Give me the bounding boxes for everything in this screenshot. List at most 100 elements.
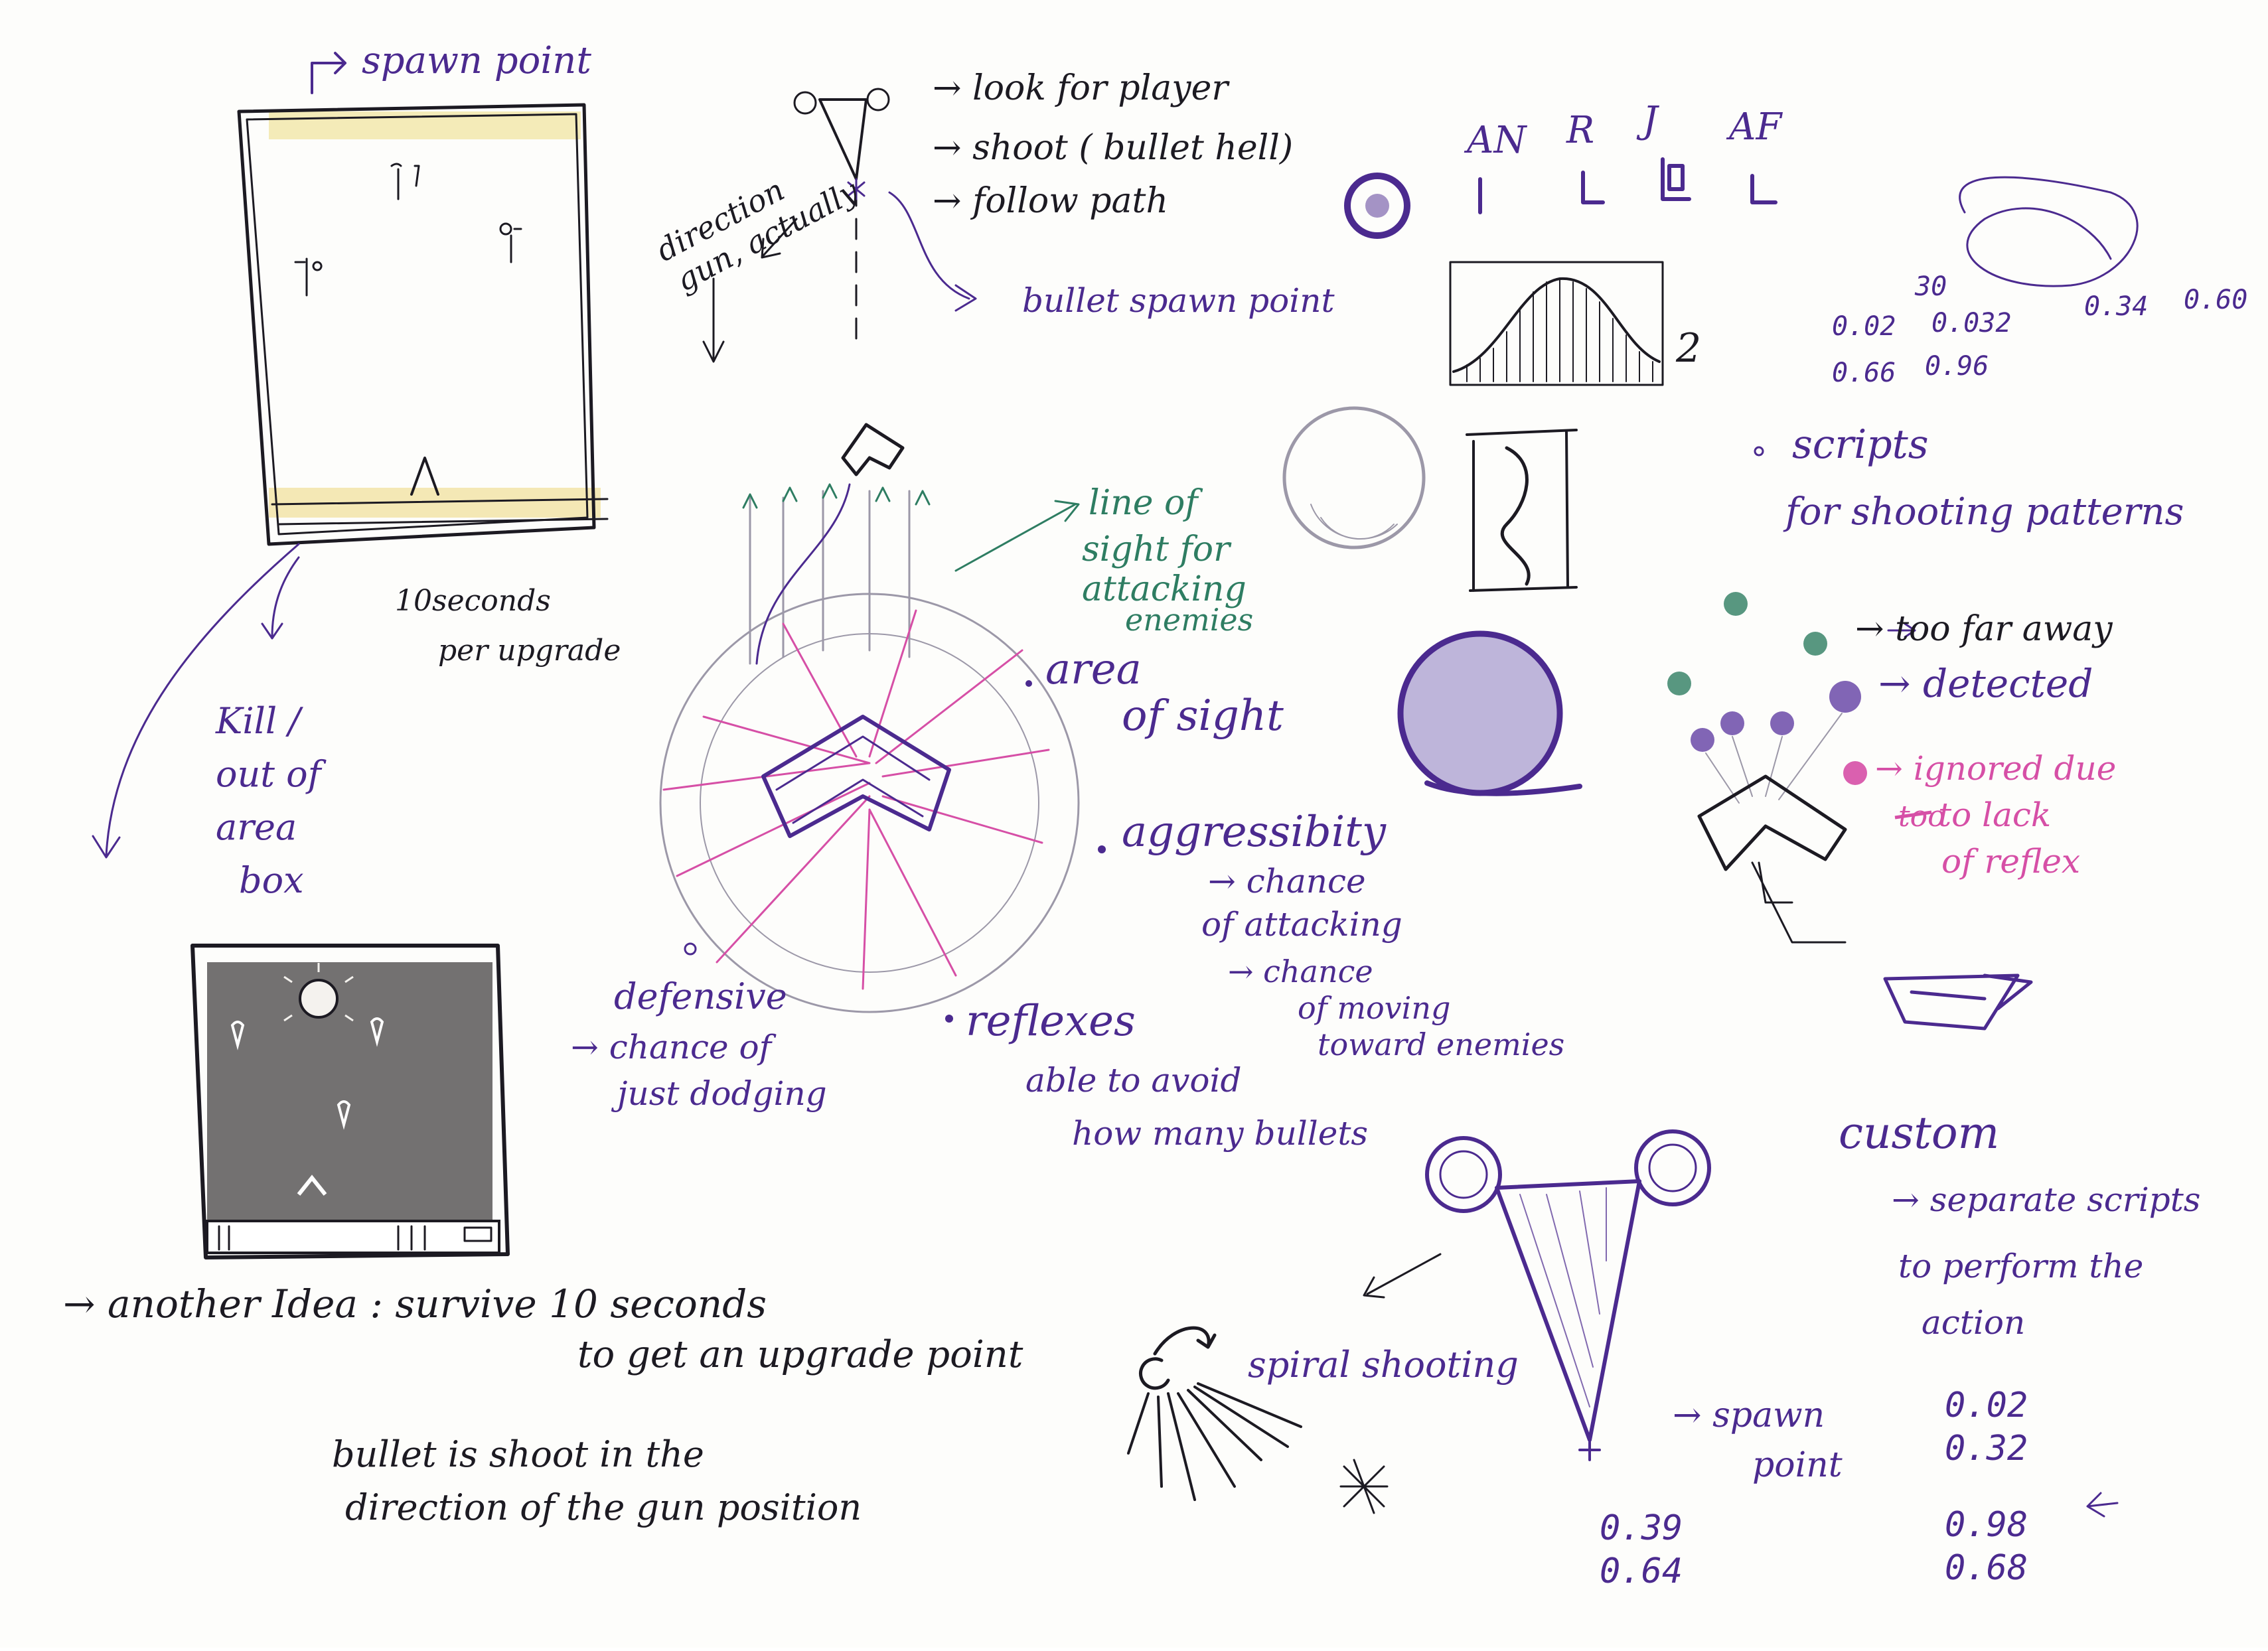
aggr-sub-1: → chance bbox=[1208, 862, 1366, 900]
ignored-l3: of reflex bbox=[1941, 842, 2080, 881]
sight-circle-inner bbox=[700, 633, 1039, 973]
spawn-label-l1: → spawn bbox=[1673, 1396, 1825, 1435]
enemy-dot-far bbox=[1724, 592, 1748, 616]
gun-left-big bbox=[1425, 1136, 1502, 1213]
triangle-hatch bbox=[1519, 1187, 1607, 1407]
player-chevron-detail bbox=[775, 735, 931, 824]
aggr-sub-2: of attacking bbox=[1201, 905, 1402, 944]
aggr-sub-4: of moving bbox=[1298, 990, 1450, 1026]
numbers-arrow bbox=[2086, 1492, 2119, 1518]
note-look-for-player: → look for player bbox=[933, 68, 1230, 108]
spiral-right-num-2: 0.32 bbox=[1945, 1429, 2028, 1469]
aggr-sub-5: toward enemies bbox=[1318, 1027, 1564, 1062]
bullet-spawn-star bbox=[847, 178, 866, 200]
enemy-triangle bbox=[818, 98, 868, 180]
kill-note-line1: Kill / bbox=[215, 700, 303, 742]
idea-notes: → another Idea : survive 10 seconds to g… bbox=[63, 1281, 1023, 1528]
detected-label: → detected bbox=[1878, 661, 2093, 706]
scripts-sub: for shooting patterns bbox=[1783, 490, 2184, 534]
play-area-box-inner bbox=[246, 113, 589, 536]
class-diagram: AN R J AF 2 bbox=[1282, 99, 1783, 796]
note-shoot: → shoot ( bullet hell) bbox=[933, 128, 1293, 168]
class-label-an: AN bbox=[1464, 119, 1527, 162]
player-mark bbox=[410, 457, 439, 496]
area-of-sight-l2: of sight bbox=[1122, 691, 1284, 741]
defensive-sub-2: just dodging bbox=[611, 1074, 827, 1113]
sun-rays bbox=[283, 963, 354, 1022]
gun-left-inner bbox=[1439, 1150, 1488, 1199]
detector-legs bbox=[1751, 861, 1847, 944]
shaded-enemies bbox=[230, 1017, 384, 1130]
num-0-96: 0.96 bbox=[1925, 351, 1989, 382]
defensive-label: defensive bbox=[614, 975, 787, 1017]
distribution-curve bbox=[1452, 277, 1661, 373]
custom-notes: custom → separate scripts to perform the… bbox=[1839, 1108, 2200, 1342]
spiral-left-num-2: 0.64 bbox=[1600, 1551, 1683, 1591]
too-far-arrow bbox=[1887, 622, 1916, 638]
note-follow-path: → follow path bbox=[933, 181, 1168, 221]
spiral-right-num-3: 0.98 bbox=[1945, 1505, 2028, 1545]
direction-pointer bbox=[761, 218, 798, 259]
spiral-left-num-1: 0.39 bbox=[1600, 1508, 1683, 1548]
burst-icon bbox=[1339, 1459, 1389, 1514]
spiral-diagram: spiral shooting → spawn point 0.39 0.64 … bbox=[1127, 1129, 2119, 1591]
game-box-footer bbox=[206, 1220, 500, 1254]
num-30: 30 bbox=[1914, 271, 1947, 302]
spawn-point-label: spawn point bbox=[362, 39, 591, 82]
reflexes-sub-2: how many bullets bbox=[1072, 1114, 1368, 1153]
direction-arrow bbox=[702, 277, 725, 363]
strike-line bbox=[1894, 810, 1932, 820]
area-of-sight-l1: area bbox=[1045, 645, 1142, 694]
shaded-game-box bbox=[190, 944, 510, 1259]
sphere-shadow bbox=[1424, 780, 1582, 796]
graph-mark-2: 2 bbox=[1675, 325, 1701, 372]
bullet-note-line2: direction of the gun position bbox=[345, 1486, 862, 1528]
chevron-curve bbox=[755, 483, 851, 665]
play-area-box bbox=[237, 103, 596, 546]
sphere-outline bbox=[1282, 406, 1426, 549]
bullet-dot bbox=[1098, 845, 1106, 853]
custom-line3: action bbox=[1922, 1303, 2025, 1342]
line-of-sight-l2: sight for bbox=[1082, 530, 1232, 569]
enemy-dot-detected bbox=[1770, 711, 1794, 735]
idea-line2: to get an upgrade point bbox=[577, 1333, 1023, 1376]
dash-arrow-shape bbox=[1883, 973, 2033, 1031]
enemy-dot-far bbox=[1803, 632, 1827, 656]
wave-frame bbox=[1466, 429, 1578, 592]
num-0-02: 0.02 bbox=[1832, 311, 1896, 342]
dark-sphere bbox=[1400, 634, 1560, 793]
spiral-right-num-1: 0.02 bbox=[1945, 1386, 2028, 1425]
kill-note-line4: box bbox=[239, 859, 304, 901]
line-of-sight-rays bbox=[749, 490, 911, 665]
enemy-diagram: direction gun, actually → look for playe… bbox=[650, 68, 1335, 363]
detection-rays bbox=[1705, 713, 1843, 804]
shaded-player bbox=[297, 1175, 327, 1196]
custom-line1: → separate scripts bbox=[1892, 1181, 2200, 1219]
gun-circle-right bbox=[866, 88, 890, 111]
distribution-frame bbox=[1449, 261, 1664, 386]
defensive-sub-1: → chance of bbox=[571, 1028, 777, 1066]
attacker-chevron bbox=[841, 423, 905, 476]
distribution-hatch bbox=[1466, 278, 1653, 382]
gun-right-inner bbox=[1648, 1143, 1697, 1192]
num-0-032: 0.032 bbox=[1931, 308, 2011, 338]
line-of-sight-l4: enemies bbox=[1125, 602, 1253, 638]
line-of-sight-l3: attacking bbox=[1082, 569, 1247, 609]
enemy-dot-far bbox=[1667, 672, 1691, 695]
detection-diagram: → too far away → detected → ignored due … bbox=[1667, 592, 2116, 1031]
play-area-sketch: spawn point 10seconds per upgrade Kill /… bbox=[92, 39, 621, 901]
timer-note-1: 10seconds bbox=[395, 584, 551, 618]
enemy-dot-detected bbox=[1691, 728, 1714, 752]
ray-tips bbox=[742, 483, 931, 509]
kill-arrow bbox=[261, 556, 300, 640]
class-label-r: R bbox=[1566, 109, 1594, 152]
spiral-label: spiral shooting bbox=[1248, 1344, 1519, 1386]
bullet-dot bbox=[945, 1015, 953, 1023]
bullet-dot bbox=[684, 942, 697, 956]
timer-note-2: per upgrade bbox=[438, 634, 621, 668]
spawn-arrow bbox=[311, 52, 346, 94]
ball-icon-core bbox=[1365, 194, 1389, 218]
bullet-dot bbox=[1754, 446, 1764, 457]
